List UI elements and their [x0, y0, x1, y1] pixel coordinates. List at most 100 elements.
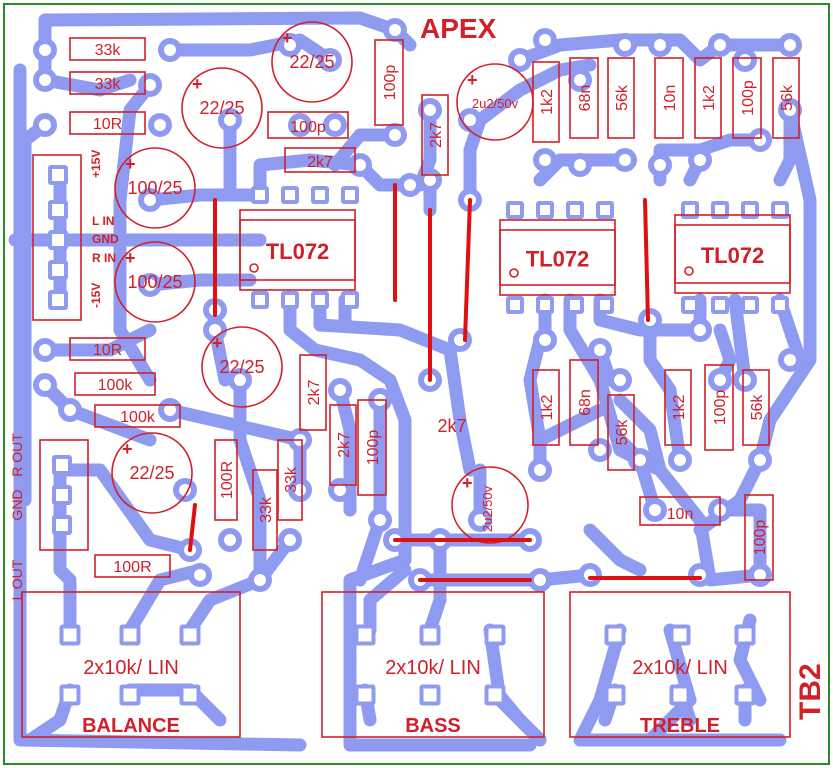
pad-hole: [329, 119, 341, 131]
resistor-value: 1k2: [539, 395, 556, 421]
pad-hole: [374, 514, 386, 526]
polarity-plus: +: [467, 70, 478, 90]
pad-hole: [254, 574, 266, 586]
jumper-wire: [188, 503, 197, 552]
power-pin-label: GND: [92, 232, 119, 246]
potentiometer-outline: [569, 591, 791, 738]
pad-hole: [224, 114, 236, 126]
capacitor-outline: [374, 39, 404, 126]
copper-trace: [533, 403, 607, 477]
polarity-plus: +: [125, 248, 136, 268]
pad-hole: [714, 39, 726, 51]
resistor-value: 2k7: [307, 154, 333, 171]
pad-hole: [255, 295, 265, 305]
pad-hole: [715, 205, 725, 215]
resistor-outline: [607, 394, 635, 471]
copper-trace: [523, 333, 547, 447]
capacitor-value: 100/25: [127, 178, 182, 198]
jumper-wire: [463, 198, 472, 342]
resistor-value: 10R: [93, 342, 122, 359]
power-pin-label: R IN: [92, 251, 116, 265]
capacitor-value: 100p: [290, 119, 326, 136]
power-pin-label: +15V: [89, 150, 103, 178]
resistor-outline: [299, 354, 327, 431]
pad-hole: [315, 295, 325, 305]
copper-trace: [363, 563, 412, 637]
pot-name: BALANCE: [82, 715, 180, 737]
copper-pads: [33, 18, 802, 706]
ic-label: TL072: [701, 243, 765, 268]
pad-hole: [123, 688, 137, 702]
pad-hole: [345, 295, 355, 305]
resistor-outline: [277, 439, 303, 521]
silkscreen: [21, 21, 800, 738]
pad-hole: [534, 574, 546, 586]
pad-hole: [534, 464, 546, 476]
electrolytic-capacitor-outline: [114, 147, 196, 229]
resistor-outline: [69, 337, 146, 361]
resistor-value: 56k: [614, 84, 631, 111]
resistor-outline: [69, 37, 146, 61]
pad-hole: [775, 300, 785, 310]
pad-hole: [39, 74, 51, 86]
resistor-outline: [329, 404, 357, 486]
resistor-value: 2k7: [306, 380, 323, 406]
pad-hole: [284, 39, 296, 51]
polarity-plus: +: [192, 74, 203, 94]
copper-trace: [283, 293, 537, 752]
electrolytic-capacitor-outline: [111, 432, 193, 514]
pad-hole: [358, 688, 372, 702]
resistor-value: 33k: [95, 42, 122, 59]
capacitor-value: 100p: [740, 80, 757, 116]
copper-trace: [183, 533, 297, 637]
pad-hole: [284, 534, 296, 546]
pad-hole: [574, 74, 586, 86]
capacitor-value: 100p: [382, 65, 399, 101]
pad-hole: [775, 205, 785, 215]
copper-trace: [728, 293, 752, 387]
pad-hole: [39, 119, 51, 131]
pad-hole: [63, 628, 77, 642]
pad-hole: [389, 129, 401, 141]
potentiometer-outline: [21, 591, 241, 738]
resistor-value: 100R: [219, 461, 236, 499]
ic-label: TL072: [266, 239, 330, 264]
electrolytic-capacitor-outline: [451, 466, 529, 544]
pad-hole: [183, 688, 197, 702]
copper-trace: [423, 533, 447, 637]
pad-hole: [739, 54, 751, 66]
copper-trace: [53, 463, 197, 557]
polarity-plus: +: [282, 28, 293, 48]
resistor-outline: [74, 372, 156, 396]
pad-hole: [63, 688, 77, 702]
board-frame: [3, 3, 830, 765]
pad-hole: [745, 300, 755, 310]
pad-hole: [685, 205, 695, 215]
pad-hole: [594, 344, 606, 356]
polarity-plus: +: [122, 439, 133, 459]
resistor-outline: [607, 57, 635, 139]
pad-hole: [784, 39, 796, 51]
pad-hole: [345, 190, 355, 200]
resistor-value: 33k: [95, 76, 122, 93]
capacitor-value: 68n: [577, 389, 594, 416]
pad-hole: [354, 159, 366, 171]
board-title: APEX: [420, 13, 497, 44]
capacitor-outline: [732, 57, 762, 139]
resistor-outline: [252, 469, 278, 551]
resistor-value: 100k: [98, 377, 134, 394]
electrolytic-capacitor-outline: [181, 67, 263, 149]
pad-hole: [784, 354, 796, 366]
output-pin-label: L OUT: [9, 559, 25, 600]
resistor-value: 33k: [258, 496, 275, 523]
ic-pin1-mark: [684, 266, 694, 276]
ic-body: [239, 219, 356, 281]
capacitor-value: 22/25: [199, 98, 244, 118]
polarity-plus: +: [212, 333, 223, 353]
electrolytic-capacitor-outline: [114, 241, 196, 323]
copper-trace: [353, 393, 387, 587]
pad-hole: [594, 444, 606, 456]
electrolytic-capacitor-outline: [271, 21, 353, 103]
pad-hole: [714, 374, 726, 386]
pad-hole: [194, 569, 206, 581]
